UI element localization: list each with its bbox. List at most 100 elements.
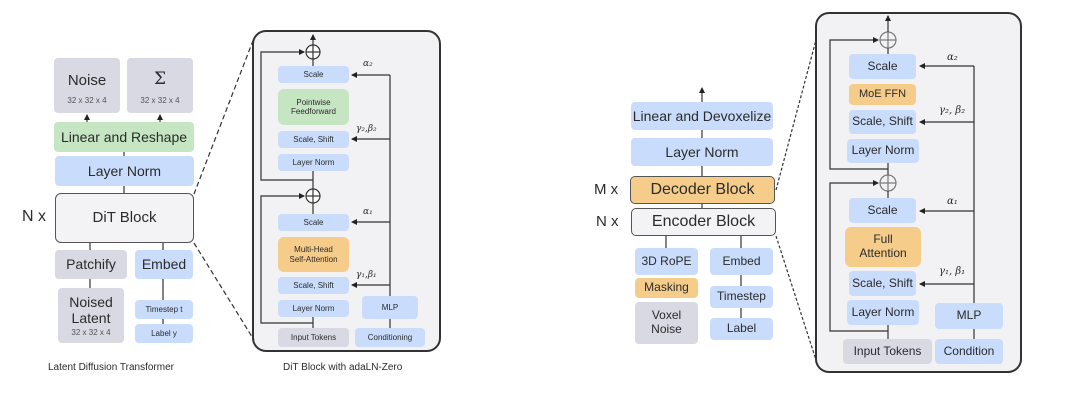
layer-norm-block: Layer Norm — [55, 156, 194, 186]
masking-label: Masking — [644, 280, 689, 295]
scale-bottom-label: Scale — [303, 217, 324, 227]
scale-top-block-right: Scale — [849, 54, 916, 79]
conditioning-block: Conditioning — [355, 328, 425, 347]
scale-shift-top-block: Scale, Shift — [278, 131, 349, 148]
alpha1-label: α₁ — [363, 207, 373, 217]
layer-norm-top-block-right: Layer Norm — [847, 139, 919, 163]
timestep-block: Timestep t — [135, 300, 193, 319]
linear-devoxelize-label: Linear and Devoxelize — [632, 107, 772, 124]
alpha1-right-label: α₁ — [947, 196, 958, 207]
zoom-line-bottom-left — [193, 242, 255, 341]
input-tokens-block-right: Input Tokens — [843, 339, 932, 364]
scale-shift-top-right-label: Scale, Shift — [852, 114, 913, 129]
gamma1-beta1-label: γ₁,β₁ — [356, 270, 377, 280]
residual-top — [260, 49, 313, 181]
voxel-noise-line2: Noise — [651, 322, 682, 336]
layer-norm-label: Layer Norm — [87, 162, 162, 179]
layer-norm-block-right: Layer Norm — [631, 138, 773, 166]
sigma-dims: 32 x 32 x 4 — [140, 95, 180, 105]
patchify-block: Patchify — [55, 250, 127, 279]
scale-shift-bottom-block-right: Scale, Shift — [849, 271, 916, 296]
noised-latent-line1: Noised — [69, 294, 113, 311]
mhsa-block: Multi-Head Self-Attention — [278, 237, 349, 272]
linear-reshape-block: Linear and Reshape — [54, 122, 194, 152]
scale-bottom-block: Scale — [278, 214, 349, 231]
alpha2-right-label: α₂ — [947, 52, 958, 63]
scale-top-label: Scale — [303, 69, 324, 79]
full-attention-line1: Full — [873, 232, 893, 247]
embed-right-label: Embed — [722, 253, 761, 268]
residual-bottom-right — [829, 180, 888, 332]
masking-block: Masking — [635, 278, 698, 298]
encoder-repeat-label: N x — [596, 213, 619, 230]
layer-norm-top-right-label: Layer Norm — [851, 143, 915, 158]
mhsa-line2: Self-Attention — [289, 254, 338, 264]
condition-label: Condition — [943, 343, 995, 358]
moe-ffn-label: MoE FFN — [858, 88, 907, 101]
mlp-label: MLP — [381, 302, 399, 312]
layer-norm-bottom-label: Layer Norm — [292, 303, 335, 313]
label-y-label: Label y — [151, 328, 177, 338]
embed-block-right: Embed — [710, 248, 773, 275]
moe-ffn-block: MoE FFN — [849, 84, 916, 105]
scale-shift-top-block-right: Scale, Shift — [849, 110, 916, 134]
linear-devoxelize-block: Linear and Devoxelize — [631, 102, 773, 130]
noise-label: Noise — [67, 72, 107, 90]
input-tokens-block: Input Tokens — [278, 328, 349, 347]
timestep-label: Timestep t — [145, 304, 183, 314]
full-attention-line2: Attention — [859, 246, 907, 260]
mlp-block: MLP — [362, 296, 418, 319]
input-tokens-label: Input Tokens — [290, 332, 337, 342]
gamma1-beta1-right-label: γ₁, β₁ — [939, 266, 966, 277]
mlp-right-label: MLP — [956, 308, 982, 323]
encoder-block: Encoder Block — [631, 208, 776, 236]
layer-norm-bottom-block-right: Layer Norm — [847, 300, 919, 325]
layer-norm-top-label: Layer Norm — [292, 157, 335, 167]
noised-latent-block: Noised Latent 32 x 32 x 4 — [58, 288, 124, 343]
timestep-block-right: Timestep — [710, 286, 773, 308]
scale-shift-bottom-block: Scale, Shift — [278, 277, 349, 294]
layer-norm-bottom-right-label: Layer Norm — [851, 304, 915, 319]
mhsa-line1: Multi-Head — [294, 245, 333, 255]
input-tokens-right-label: Input Tokens — [853, 343, 922, 358]
pointwise-ff-block: Pointwise Feedforward — [278, 89, 349, 125]
rope-label: 3D RoPE — [641, 253, 692, 268]
noise-output-box: Noise 32 x 32 x 4 — [54, 58, 120, 113]
dit-detail-caption: DiT Block with adaLN-Zero — [283, 362, 403, 373]
full-attention-block: Full Attention — [845, 227, 921, 267]
noise-dims: 32 x 32 x 4 — [67, 95, 107, 105]
decoder-block: Decoder Block — [630, 176, 775, 204]
left-caption: Latent Diffusion Transformer — [48, 362, 174, 373]
scale-bottom-block-right: Scale — [849, 198, 916, 223]
decoder-block-label: Decoder Block — [650, 180, 755, 198]
dit-block-label: DiT Block — [92, 209, 157, 227]
encoder-block-label: Encoder Block — [651, 212, 756, 230]
scale-shift-bottom-label: Scale, Shift — [293, 280, 334, 290]
condition-block: Condition — [935, 339, 1003, 364]
voxel-noise-block: Voxel Noise — [635, 302, 698, 344]
scale-bottom-right-label: Scale — [867, 202, 898, 217]
label-right-label: Label — [726, 321, 757, 336]
embed-label: Embed — [141, 256, 187, 273]
pointwise-line2: Feedforward — [291, 107, 336, 116]
layer-norm-right-label: Layer Norm — [665, 143, 739, 160]
dit-repeat-label: N x — [22, 208, 46, 225]
zoom-line-top-left — [193, 37, 255, 195]
linear-reshape-label: Linear and Reshape — [60, 128, 188, 145]
layer-norm-bottom-block: Layer Norm — [278, 300, 349, 317]
dit-block: DiT Block — [55, 193, 194, 243]
patchify-label: Patchify — [66, 256, 116, 273]
label-block: Label y — [135, 324, 193, 343]
residual-bottom — [260, 193, 313, 324]
noised-latent-dims: 32 x 32 x 4 — [71, 327, 111, 337]
residual-top-right — [829, 37, 888, 170]
label-block-right: Label — [710, 318, 773, 340]
gamma2-beta2-right-label: γ₂, β₂ — [939, 105, 966, 116]
scale-top-block: Scale — [278, 66, 349, 83]
voxel-noise-line1: Voxel — [651, 308, 682, 323]
mlp-block-right: MLP — [935, 303, 1003, 329]
conditioning-label: Conditioning — [367, 332, 413, 342]
timestep-right-label: Timestep — [717, 289, 766, 304]
layer-norm-top-block: Layer Norm — [278, 154, 349, 171]
